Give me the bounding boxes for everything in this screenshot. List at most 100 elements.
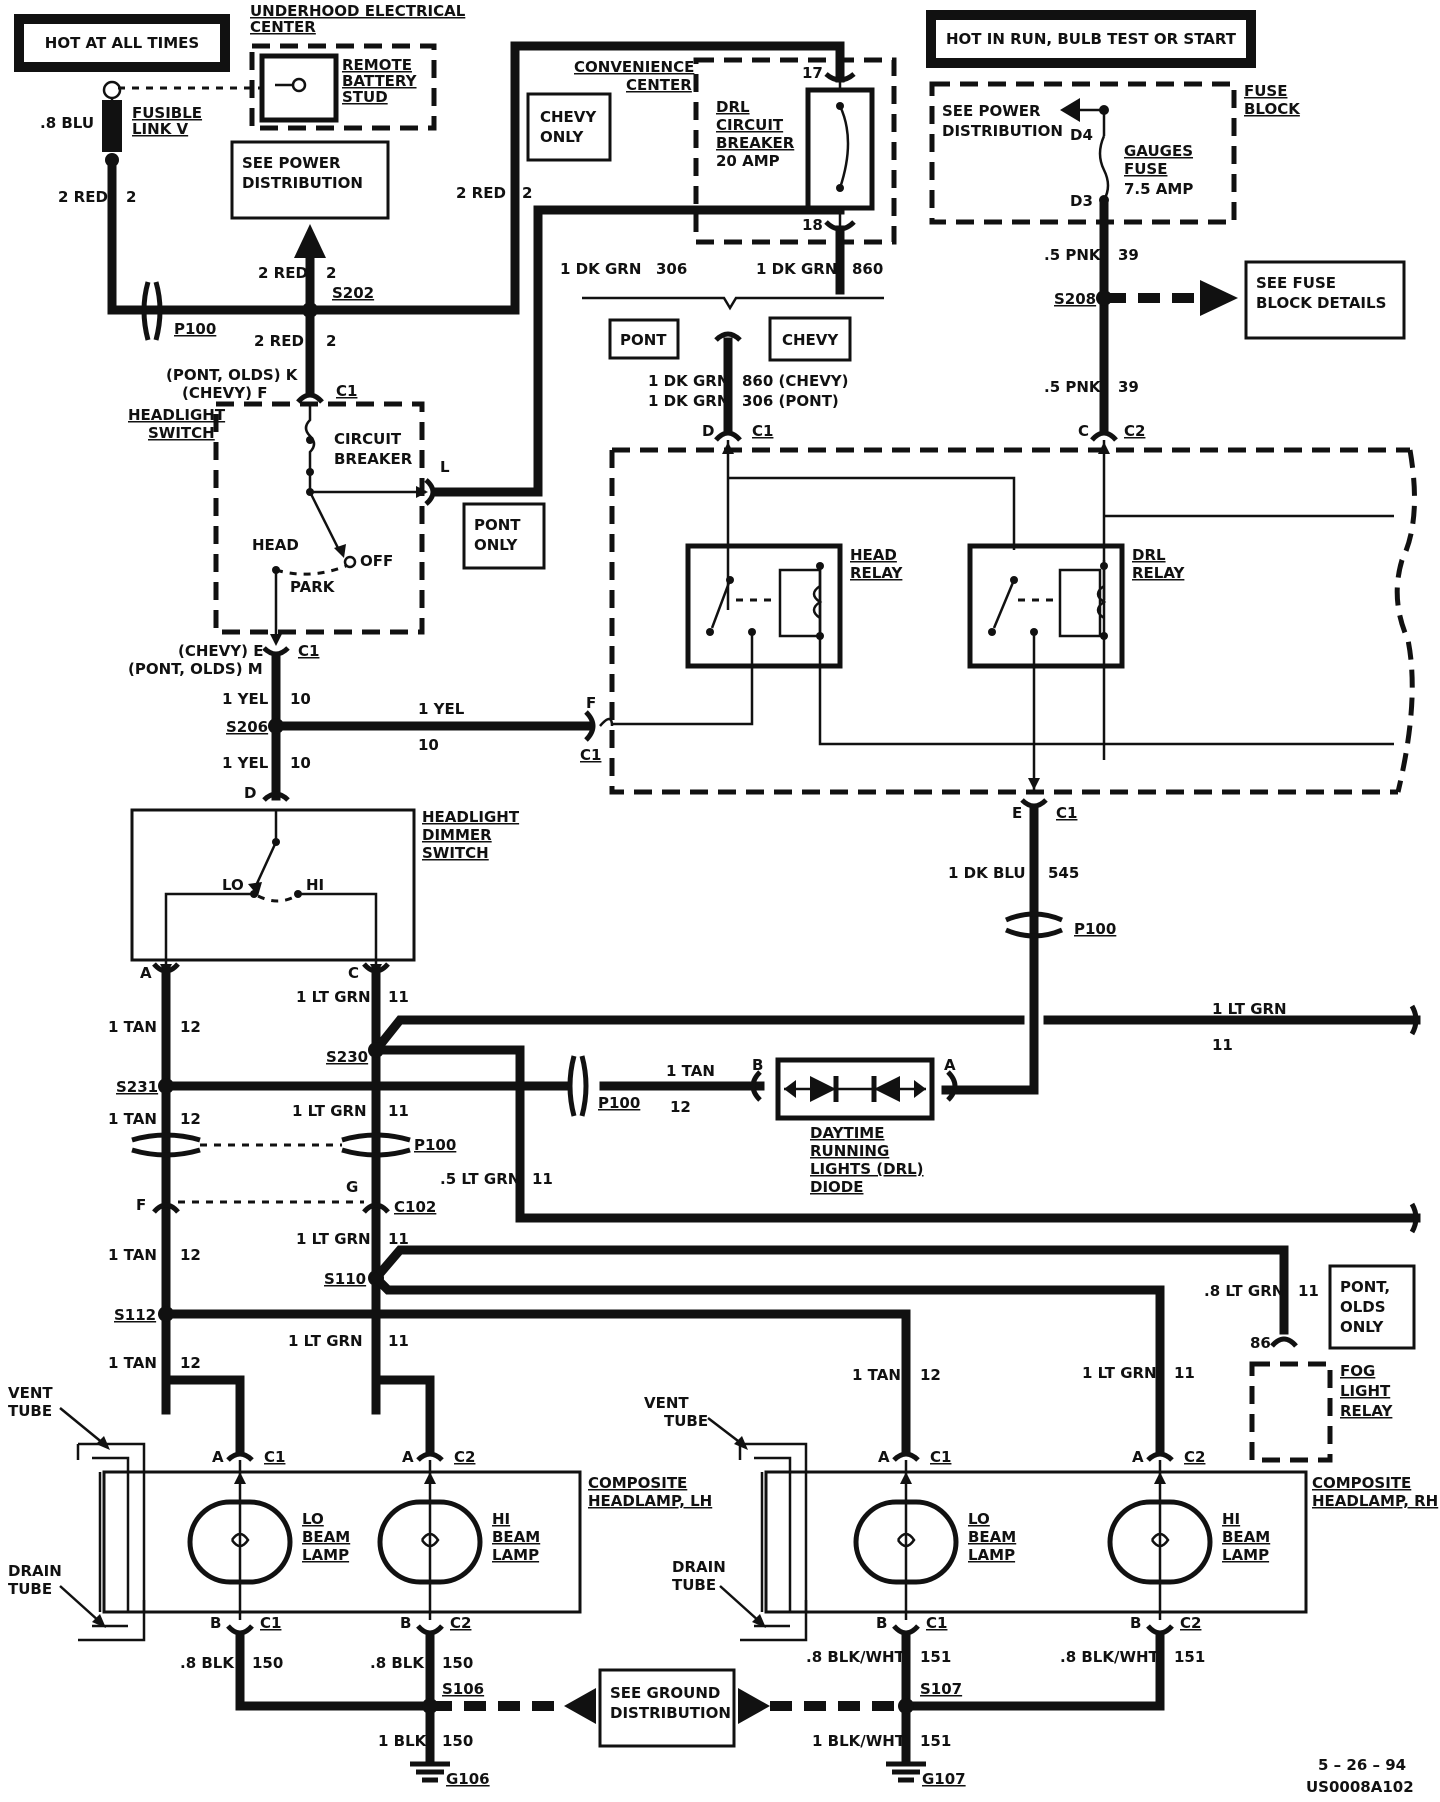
- fusible-link-label: FUSIBLE: [132, 104, 202, 122]
- wire-label: 2 RED: [258, 264, 308, 282]
- pin-label: (CHEVY) E: [178, 642, 263, 660]
- head-relay-coil-icon: [778, 568, 822, 638]
- wire-label: 151: [920, 1648, 951, 1666]
- component-label: LAMP: [1222, 1546, 1269, 1564]
- component-label: DRL: [716, 98, 750, 116]
- box-label: DISTRIBUTION: [242, 174, 363, 192]
- component-label: FOG: [1340, 1362, 1375, 1380]
- component-label: CENTER: [626, 76, 692, 94]
- connector-label: P100: [414, 1136, 456, 1154]
- box-label: OLDS: [1340, 1298, 1386, 1316]
- banner-hot-at-all-times: HOT AT ALL TIMES: [14, 14, 230, 72]
- component-label: HEADLAMP, RH: [1312, 1492, 1438, 1510]
- wire-label: 1 LT GRN: [292, 1102, 367, 1120]
- pin-label: D: [244, 784, 256, 802]
- see-fuse-block-box: [1244, 260, 1406, 340]
- connector-c1-pin: [296, 392, 324, 404]
- pin-label: B: [210, 1614, 221, 1632]
- convenience-center-outline: [693, 57, 897, 245]
- drl-relay-box: [967, 543, 1125, 669]
- wire-label: 10: [290, 754, 311, 772]
- pin-label: A: [878, 1448, 890, 1466]
- pin-label: B: [1130, 1614, 1141, 1632]
- relay-center-outline: [609, 447, 1410, 795]
- pin-label: 17: [802, 64, 823, 82]
- connector-label: C1: [298, 642, 319, 660]
- component-label: SWITCH: [148, 424, 215, 442]
- wire-label: 151: [1174, 1648, 1205, 1666]
- fusible-link-label: LINK V: [132, 120, 189, 138]
- wire-label: 306: [656, 260, 687, 278]
- hi-beam-lamp-rh: [1107, 1499, 1213, 1585]
- pont-only-box: [462, 502, 546, 570]
- fog-light-relay-outline: [1249, 1361, 1333, 1463]
- filament-icon: [230, 1532, 250, 1548]
- wire-label: 1 DK GRN: [560, 260, 641, 278]
- box-label: CHEVY: [782, 331, 839, 349]
- box-label: ONLY: [540, 128, 585, 146]
- wire-label: 12: [670, 1098, 691, 1116]
- chevy-option-box: [768, 316, 852, 362]
- lo-beam-lamp-rh: [853, 1499, 959, 1585]
- underhood-label: CENTER: [250, 18, 316, 36]
- pin-label: 86: [1250, 1334, 1271, 1352]
- connector-label: P100: [1074, 920, 1116, 938]
- box-label: DISTRIBUTION: [610, 1704, 731, 1722]
- pin-label: C: [1078, 422, 1089, 440]
- diagram-code: US0008A102: [1306, 1778, 1414, 1796]
- component-label: LAMP: [968, 1546, 1015, 1564]
- wire-1-lt-grn-to-rh: [369, 1015, 1025, 1057]
- wire-label: 1 LT GRN: [288, 1332, 363, 1350]
- connector-label: C2: [454, 1448, 475, 1466]
- pin-label: A: [402, 1448, 414, 1466]
- component-label: 7.5 AMP: [1124, 180, 1193, 198]
- wire-5-lt-grn: [371, 1045, 1421, 1223]
- component-label: HEADLIGHT: [128, 406, 226, 424]
- wire-label: 11: [388, 988, 409, 1006]
- fusible-link-icon: [102, 100, 122, 152]
- remote-stud-label: BATTERY: [342, 72, 418, 90]
- wire-label: 860 (CHEVY): [742, 372, 849, 390]
- component-label: BLOCK: [1244, 100, 1301, 118]
- wire-label: 1 TAN: [666, 1062, 715, 1080]
- pin-label: A: [140, 964, 152, 982]
- wire-label: .5 PNK: [1044, 246, 1102, 264]
- wire-label: 12: [920, 1366, 941, 1384]
- banner-text: HOT AT ALL TIMES: [45, 34, 199, 52]
- wire-label: 1 YEL: [222, 690, 269, 708]
- wire-label: .8 BLU: [40, 114, 94, 132]
- arrow-right-icon: [1200, 280, 1238, 316]
- see-power-distribution-box: [230, 140, 390, 220]
- component-label: TUBE: [672, 1576, 716, 1594]
- dimmer-contact: [252, 841, 278, 891]
- remote-stud-label: STUD: [342, 88, 388, 106]
- filament-icon: [420, 1532, 440, 1548]
- wire-label: 1 DK GRN: [648, 372, 729, 390]
- component-label: VENT: [644, 1394, 689, 1412]
- splice-s107: [898, 1698, 914, 1714]
- connector-label: C1: [1056, 804, 1077, 822]
- wire-label: 1 LT GRN: [1082, 1364, 1157, 1382]
- switch-position-label: HEAD: [252, 536, 299, 554]
- connector-label: C1: [336, 382, 357, 400]
- wire-label: 1 BLK: [378, 1732, 428, 1750]
- wire-label: .5 LT GRN: [440, 1170, 520, 1188]
- wire-label: 39: [1118, 246, 1139, 264]
- wire-2-red: [107, 155, 315, 315]
- wire-label: 1 TAN: [852, 1366, 901, 1384]
- switch-position-label: LO: [222, 876, 244, 894]
- component-label: DIMMER: [422, 826, 492, 844]
- wire-label: 1 DK BLU: [948, 864, 1026, 882]
- connector-p100-drl: [1005, 911, 1063, 939]
- component-label: BREAKER: [334, 450, 413, 468]
- wire-label: 12: [180, 1354, 201, 1372]
- wire-label: 11: [388, 1230, 409, 1248]
- drl-diode-box: [775, 1057, 935, 1121]
- component-label: LAMP: [492, 1546, 539, 1564]
- component-label: BEAM: [968, 1528, 1016, 1546]
- wire-label: 2: [326, 332, 336, 350]
- connector-label: C1: [264, 1448, 285, 1466]
- wire-label: 11: [1298, 1282, 1319, 1300]
- wire-label: .8 LT GRN: [1204, 1282, 1284, 1300]
- pin-label: B: [752, 1056, 763, 1074]
